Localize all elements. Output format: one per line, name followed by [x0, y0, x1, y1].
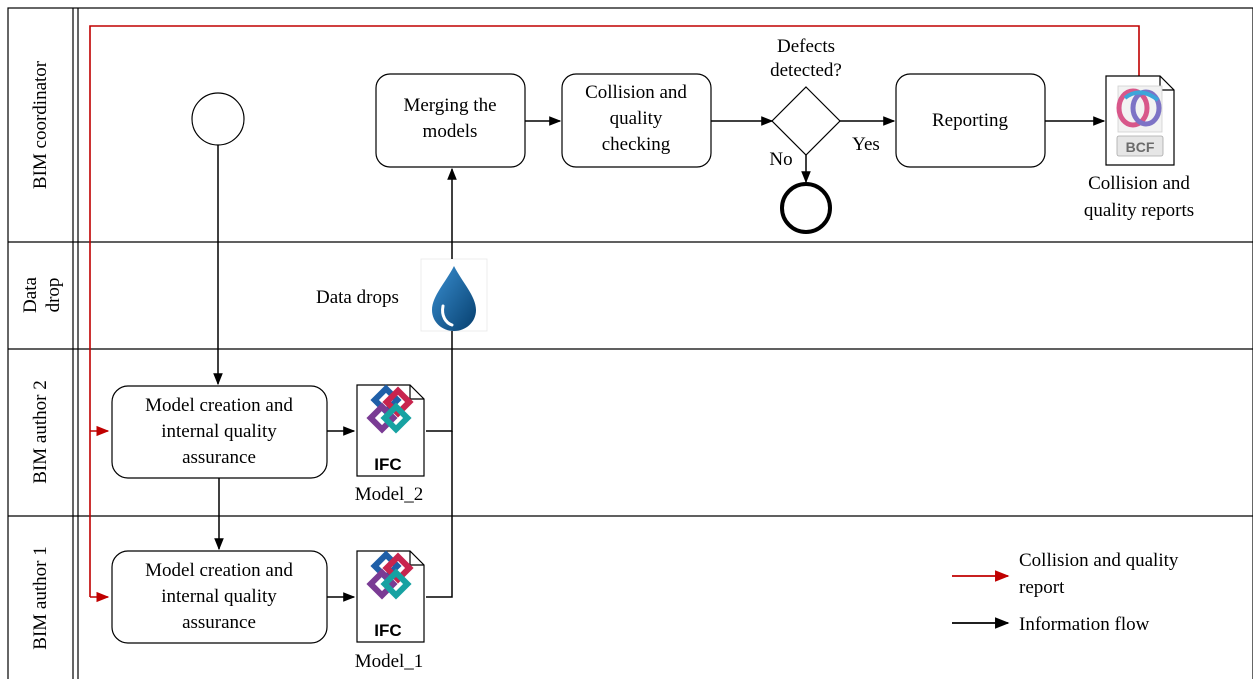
bcf-document-icon: BCF [1105, 75, 1175, 166]
bcf-caption-line-1: Collision and [1088, 173, 1190, 194]
lane-label-bim-author-1: BIM author 1 [30, 546, 51, 649]
svg-text:drop: drop [43, 278, 64, 313]
gateway-yes-label: Yes [852, 134, 880, 155]
svg-text:Merging the: Merging the [403, 95, 496, 116]
lane-label-bim-author-2: BIM author 2 [30, 380, 51, 483]
end-event [780, 182, 832, 234]
svg-text:Collision and: Collision and [585, 82, 687, 103]
legend-black-label: Information flow [1019, 614, 1150, 635]
legend: Collision and quality report Information… [952, 550, 1179, 635]
gateway-no-label: No [769, 149, 792, 170]
legend-red-label-line-2: report [1019, 577, 1065, 598]
legend-red-label-line-1: Collision and quality [1019, 550, 1179, 571]
data-drops-label: Data drops [316, 287, 399, 308]
svg-text:BIM author 1: BIM author 1 [30, 546, 51, 649]
task-model-creation-author-2: Model creation and internal quality assu… [111, 385, 328, 479]
svg-text:quality: quality [610, 108, 663, 129]
svg-text:Defects: Defects [777, 36, 835, 57]
flow-models-to-merging [426, 167, 457, 598]
task-collision-quality-checking: Collision and quality checking [561, 73, 712, 168]
red-feedback-flow [89, 25, 1140, 603]
ifc-document-icon-model-2: IFC [356, 384, 425, 477]
model-2-caption: Model_2 [355, 484, 424, 505]
svg-text:IFC: IFC [374, 621, 401, 640]
ifc-document-icon-model-1: IFC [356, 550, 425, 643]
svg-text:checking: checking [602, 134, 671, 155]
svg-text:internal quality: internal quality [161, 421, 277, 442]
bcf-caption-line-2: quality reports [1084, 200, 1194, 221]
svg-text:assurance: assurance [182, 612, 256, 633]
lane-label-bim-coordinator: BIM coordinator [30, 60, 51, 189]
model-1-caption: Model_1 [355, 651, 424, 672]
svg-text:Data: Data [20, 277, 41, 313]
svg-text:assurance: assurance [182, 447, 256, 468]
lane-label-data-drop: Data drop [20, 277, 64, 313]
task-model-creation-author-1: Model creation and internal quality assu… [111, 550, 328, 644]
svg-text:Model creation and: Model creation and [145, 560, 293, 581]
svg-text:models: models [423, 121, 478, 142]
gateway-defects-detected: Defects detected? Yes No [769, 36, 879, 170]
pool [7, 7, 1253, 679]
task-merging-models: Merging the models [375, 73, 526, 168]
svg-text:BCF: BCF [1126, 139, 1155, 155]
data-drop-icon [420, 258, 488, 332]
svg-text:IFC: IFC [374, 455, 401, 474]
task-reporting: Reporting [895, 73, 1046, 168]
svg-text:detected?: detected? [770, 60, 842, 81]
svg-text:BIM author 2: BIM author 2 [30, 380, 51, 483]
svg-text:Reporting: Reporting [932, 110, 1008, 131]
svg-text:Model creation and: Model creation and [145, 395, 293, 416]
start-event [191, 92, 245, 146]
svg-text:internal quality: internal quality [161, 586, 277, 607]
svg-text:BIM coordinator: BIM coordinator [30, 60, 51, 189]
